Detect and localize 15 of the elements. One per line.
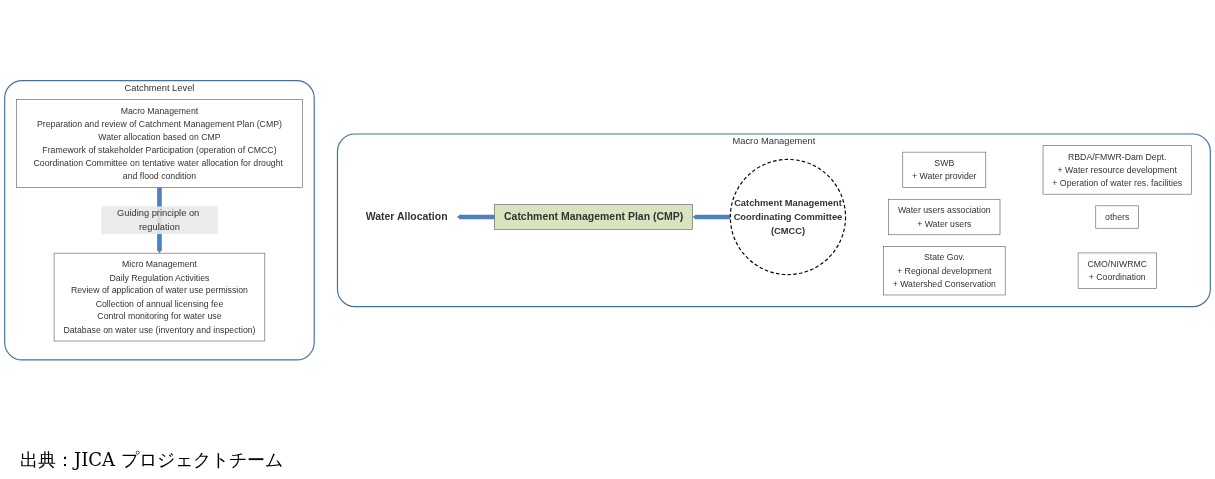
node-box: State Gov. + Regional development + Watershed Conservation: [883, 245, 1006, 295]
node-box: Water users association + Water users: [888, 198, 1001, 235]
edge-label: Guiding principle on regulation: [117, 207, 200, 232]
node-box: RBDA/FMWR-Dam Dept. + Water resource development + Operation of water res. facilities: [1042, 145, 1192, 195]
node-text: Water Allocation: [365, 210, 448, 223]
node-box: Catchment Management Plan (CMP): [494, 203, 693, 230]
arrow: [692, 214, 731, 220]
node-box: Micro Management Daily Regulation Activities Review of application of water use permission Collection of annual licensing fee Control monitoring for water use Database on water use (inventory and inspection): [53, 252, 266, 341]
arrow: [456, 214, 495, 220]
node-box: CMO/NIWRMC + Coordination: [1077, 252, 1157, 289]
node-box: Macro Management Preparation and review of Catchment Management Plan (CMP) Water allocation based on CMP Framework of stakeholder Participation (operation of CMCC) Coordination Committee on tentative water allocation for drought and flood condition: [16, 98, 303, 188]
caption: 出典：JICA プロジェクトチーム: [20, 448, 283, 472]
node-box: others: [1095, 205, 1139, 229]
node-box: SWB + Water provider: [902, 151, 987, 188]
node-circle: Catchment Management Coordinating Committee (CMCC): [729, 158, 847, 275]
